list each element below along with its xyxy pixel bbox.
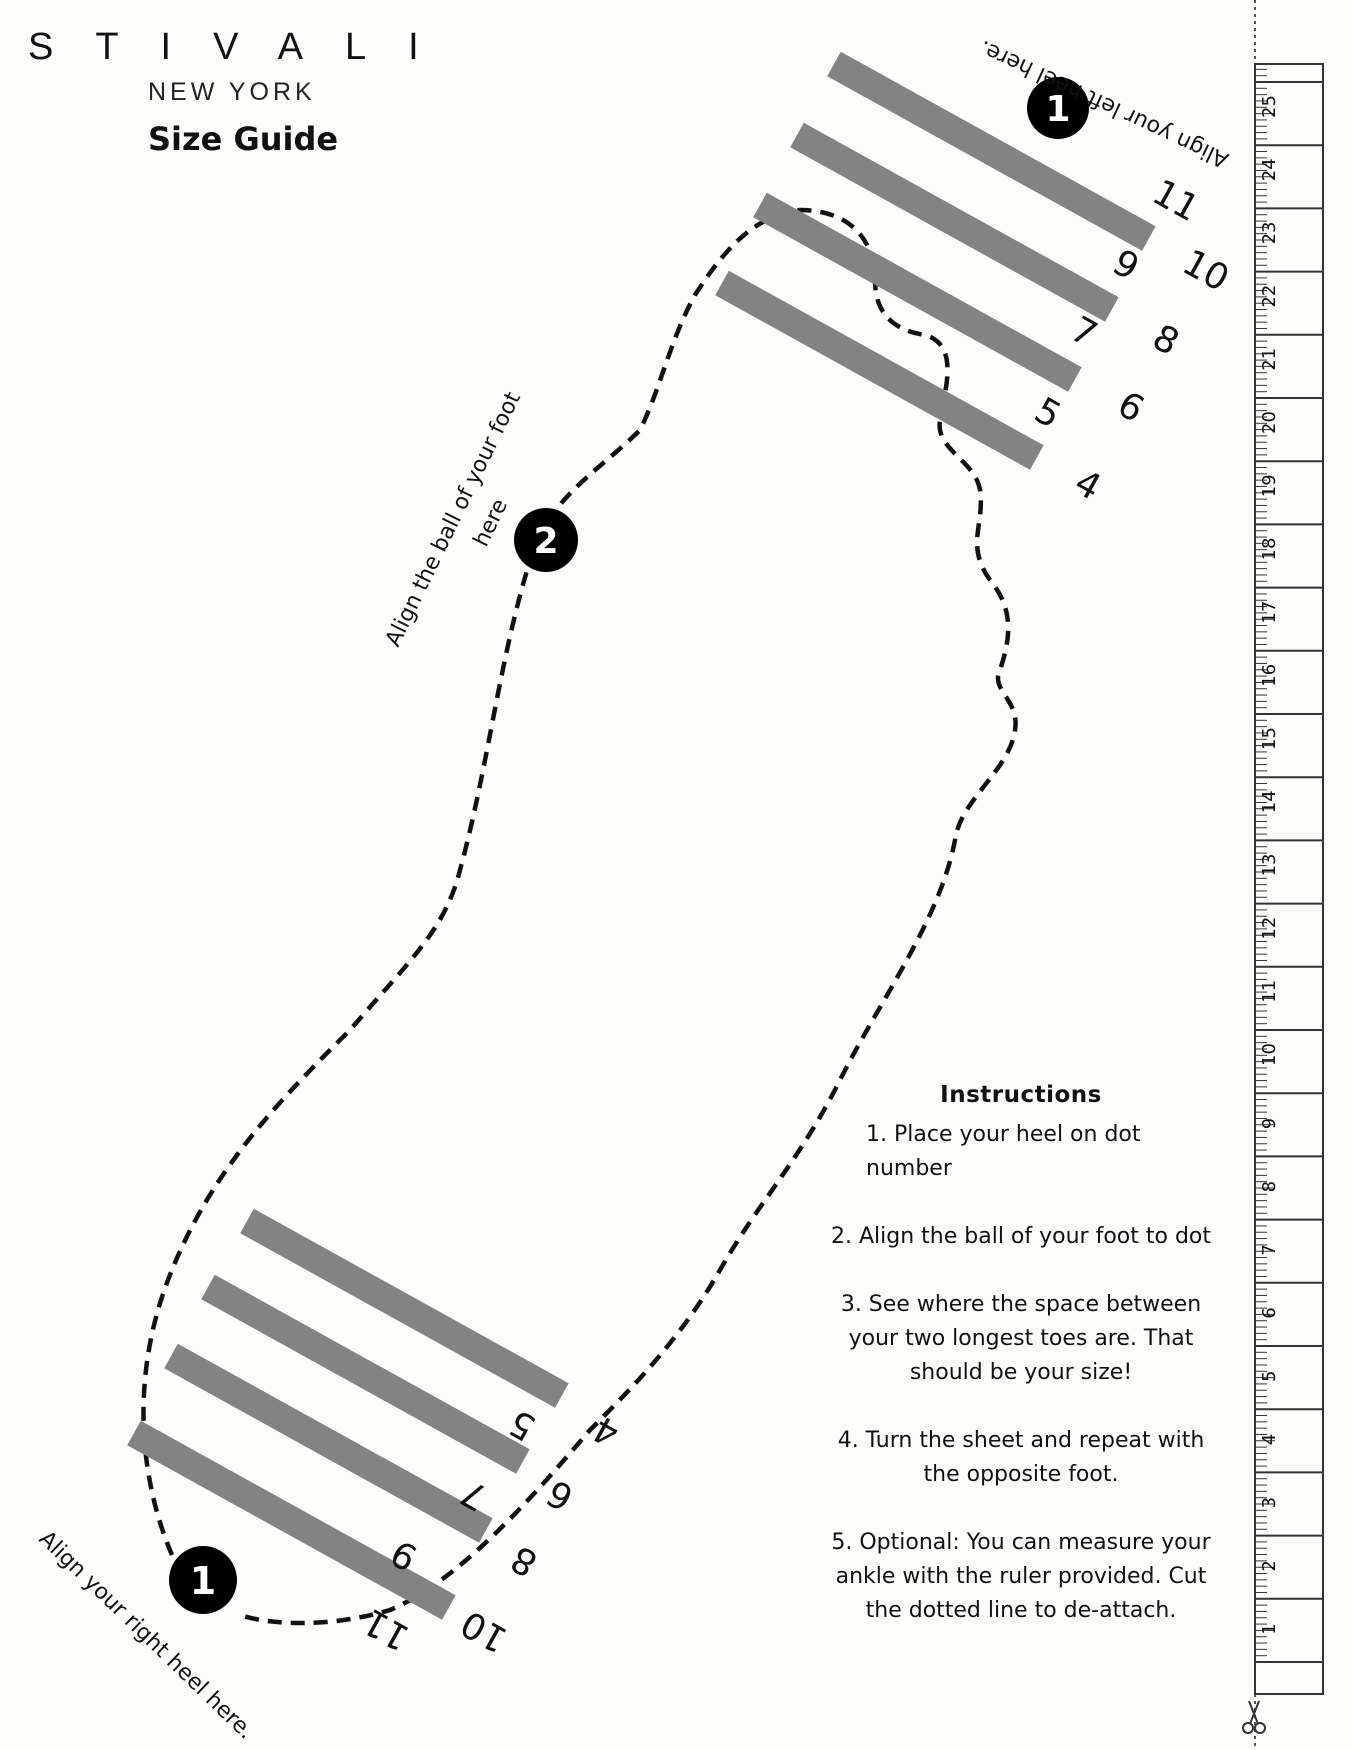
instruction-step-3: 3. See where the space between your two … [840,1292,1202,1385]
ruler-number: 15 [1259,727,1280,750]
instructions-panel: Instructions 1. Place your heel on dot n… [826,1082,1216,1662]
ruler-number: 8 [1259,1181,1280,1192]
size-number-5-top: 5 [1028,390,1068,437]
ruler-number: 20 [1259,411,1280,434]
size-bar-11-bottom [127,1420,456,1620]
foot-outline [141,207,1018,1626]
ruler-number: 22 [1259,285,1280,308]
ruler-number: 16 [1259,664,1280,687]
ruler-number: 13 [1259,853,1280,876]
size-bar-11-top [827,51,1156,251]
size-number-11-bottom: 11 [356,1600,416,1658]
size-number-5-bottom: 5 [502,1401,542,1448]
size-number-9-bottom: 9 [384,1531,424,1578]
size-bars-top [715,51,1156,470]
instruction-step-5: 5. Optional: You can measure your ankle … [831,1530,1211,1623]
page-title: Size Guide [148,120,339,158]
size-bars-bottom [127,1208,569,1620]
scissors-icon [1242,1700,1266,1734]
ruler-number: 23 [1259,221,1280,244]
heel-dot-top: 1 [1027,77,1089,139]
brand-subtitle: NEW YORK [148,78,316,106]
ruler-number: 4 [1259,1434,1280,1445]
ruler-number: 21 [1259,348,1280,371]
size-number-7-bottom: 7 [454,1471,494,1518]
ball-label-here: here [469,495,513,551]
brand-logo: STIVALI [28,26,461,68]
size-number-4-top: 4 [1068,462,1108,509]
size-number-8-bottom: 8 [504,1537,544,1584]
ruler-number: 25 [1259,95,1280,118]
size-bar-7-bottom [201,1274,530,1474]
ruler-number: 10 [1259,1043,1280,1066]
size-number-8-top: 8 [1146,317,1186,364]
ruler: 1234567891011121314151617181920212223242… [1254,0,1324,1750]
ruler-number: 19 [1259,474,1280,497]
ruler-number: 2 [1259,1560,1280,1571]
ruler-number: 3 [1259,1497,1280,1508]
size-number-7-top: 7 [1064,309,1104,356]
brand-header: STIVALI NEW YORK Size Guide [0,0,480,170]
ruler-number: 12 [1259,917,1280,940]
size-bar-5-bottom [240,1208,569,1408]
ruler-number: 6 [1259,1307,1280,1318]
size-number-6-top: 6 [1111,384,1151,431]
size-number-10-bottom: 10 [454,1602,514,1660]
size-number-11-top: 11 [1146,172,1206,230]
size-bar-5-top [715,270,1044,470]
ruler-number: 11 [1259,980,1280,1003]
size-bar-7-top [753,192,1082,392]
ball-dot: 2 [514,508,578,572]
ruler-number: 18 [1259,537,1280,560]
instruction-step-2: 2. Align the ball of your foot to dot [831,1224,1211,1249]
ruler-number: 9 [1259,1118,1280,1129]
instruction-step-4: 4. Turn the sheet and repeat with the op… [837,1428,1205,1487]
ruler-number: 7 [1259,1244,1280,1255]
instruction-step-1: 1. Place your heel on dot number [866,1122,1141,1181]
ruler-number: 1 [1259,1623,1280,1634]
ball-dot-number: 2 [533,521,558,562]
ruler-number: 24 [1259,158,1280,181]
instructions-heading: Instructions [940,1082,1102,1108]
ruler-number: 14 [1259,790,1280,813]
heel-dot-top-number: 1 [1045,89,1070,130]
size-number-9-top: 9 [1106,242,1146,289]
size-bar-9-bottom [164,1343,493,1543]
heel-dot-bottom: 1 [169,1546,237,1614]
heel-dot-bottom-number: 1 [190,1559,216,1603]
ruler-number: 17 [1259,601,1280,624]
size-number-10-top: 10 [1176,242,1236,300]
ruler-number: 5 [1259,1371,1280,1382]
size-bar-9-top [790,122,1119,322]
